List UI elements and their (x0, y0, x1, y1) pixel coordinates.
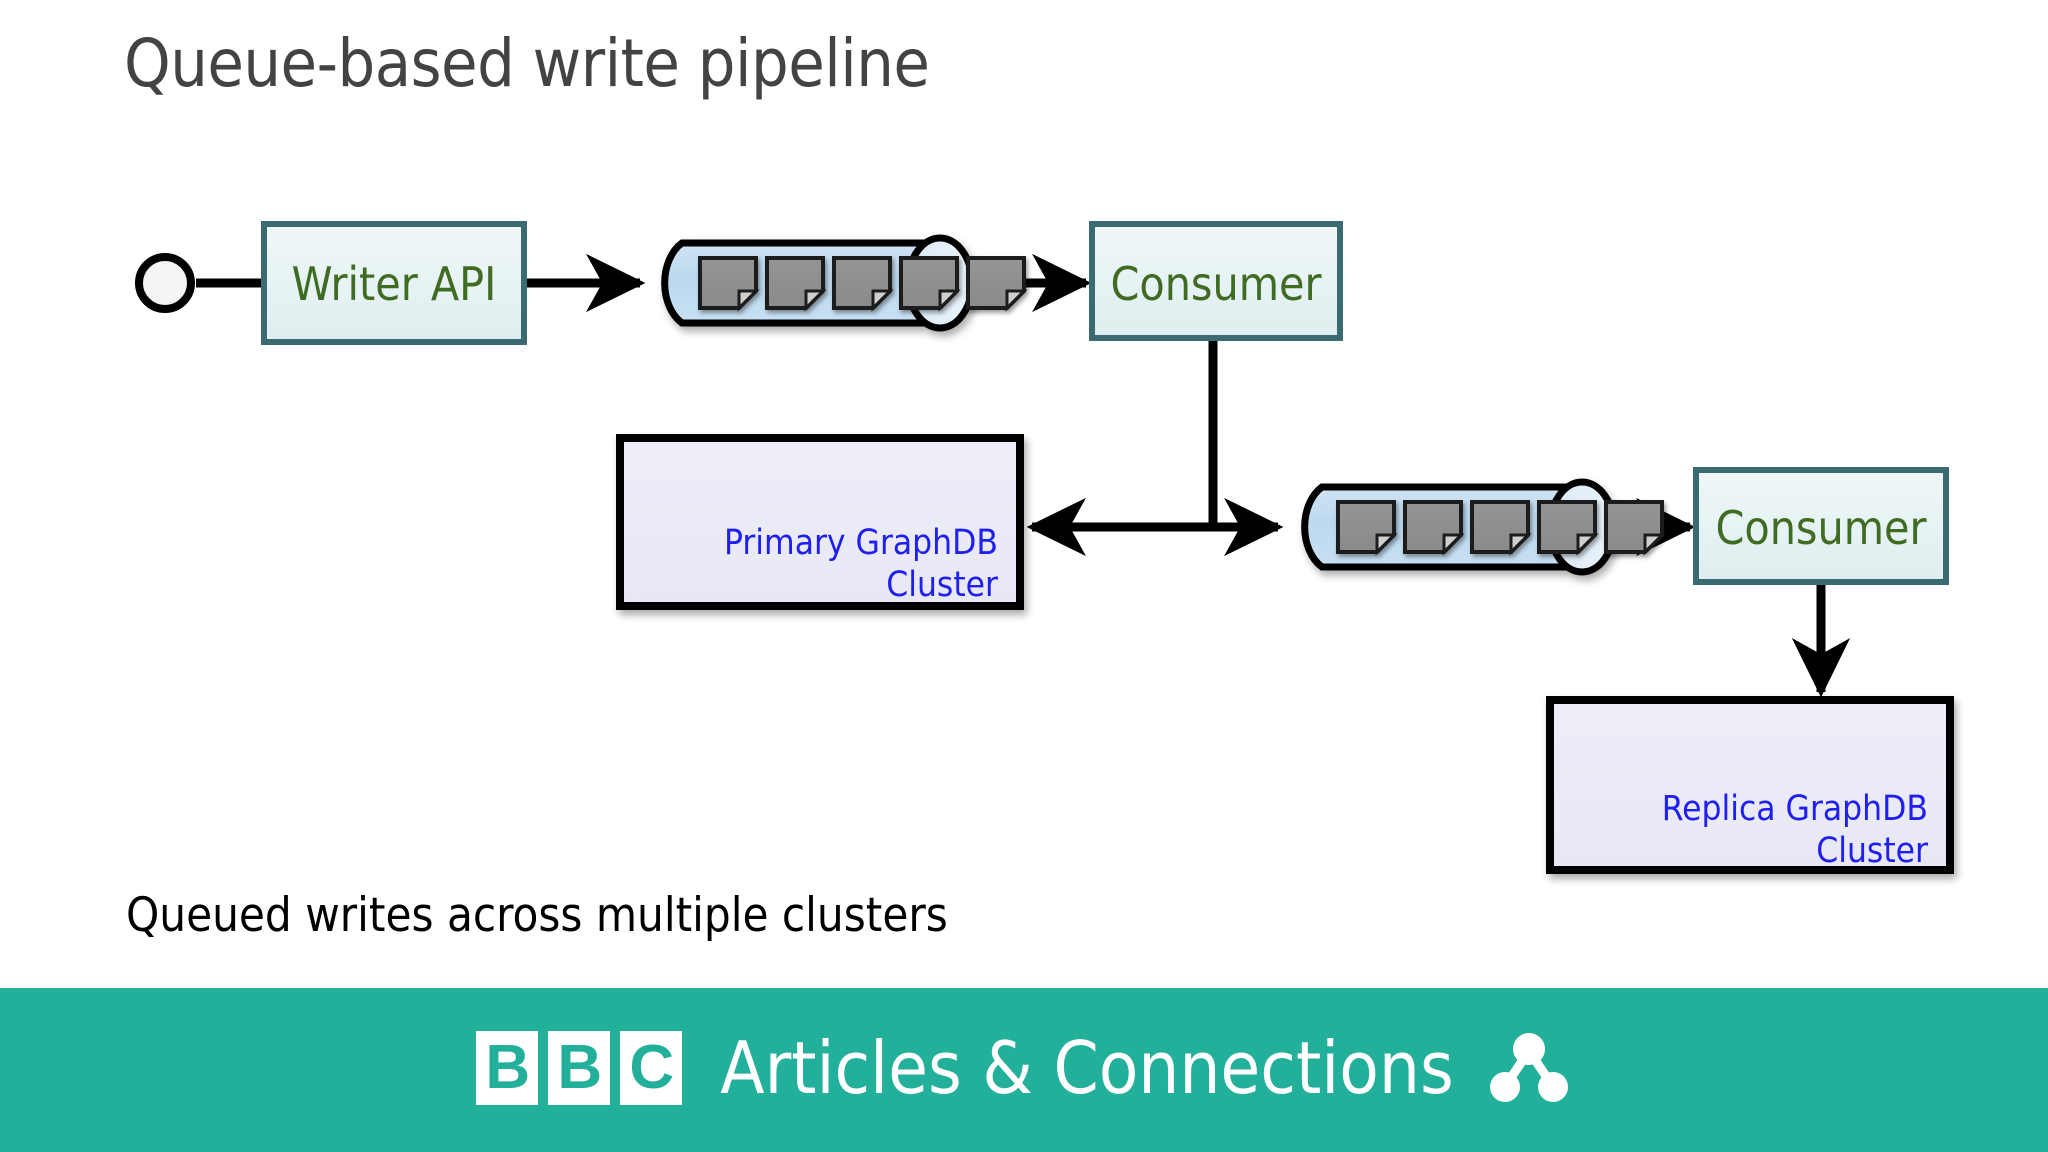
primary-graphdb-label-line1: Primary GraphDB (724, 523, 998, 563)
message-fold-icon (1375, 533, 1398, 556)
replica-graphdb-box (1546, 696, 1954, 874)
consumer-1-box (1089, 221, 1343, 341)
writer-api-label: Writer API (292, 257, 497, 311)
message-fold-icon (1005, 289, 1028, 312)
node-consumer-2[interactable]: Consumer (1693, 467, 1949, 585)
primary-graphdb-label-line2: Cluster (886, 565, 998, 605)
node-primary-graphdb[interactable] (616, 434, 1024, 610)
message-fold-icon (804, 289, 827, 312)
node-start[interactable] (135, 253, 195, 313)
consumer-1-label: Consumer (1110, 257, 1322, 311)
message-fold-icon (1576, 533, 1599, 556)
replica-graphdb-label-line1: Replica GraphDB (1662, 789, 1928, 829)
page-title: Queue-based write pipeline (124, 25, 930, 102)
queue-1-message-row (698, 256, 1028, 312)
primary-graphdb-box (616, 434, 1024, 610)
node-replica-graphdb[interactable] (1546, 696, 1954, 874)
writer-api-box (261, 221, 527, 345)
primary-graphdb-label-group: Primary GraphDB Cluster (724, 523, 998, 605)
consumer-2-box (1693, 467, 1949, 585)
start-circle-icon (135, 253, 195, 313)
message-fold-icon (1442, 533, 1465, 556)
queue-2-message-row (1336, 500, 1666, 556)
footer-brand-text: Articles & Connections (720, 1026, 1454, 1110)
bbc-logo-letter-3: C (620, 1031, 683, 1105)
message-fold-icon (871, 289, 894, 312)
bbc-logo-letter-1: B (476, 1031, 539, 1105)
bbc-logo: B B C (476, 1031, 683, 1105)
node-writer-api[interactable]: Writer API (261, 221, 527, 345)
graph-nodes-icon (1489, 1033, 1568, 1102)
replica-graphdb-label-group: Replica GraphDB Cluster (1662, 789, 1928, 871)
message-fold-icon (938, 289, 961, 312)
node-consumer-1[interactable]: Consumer (1089, 221, 1343, 341)
bbc-logo-letter-2: B (548, 1031, 611, 1105)
footer-bar: B B C Articles & Connections (0, 988, 2048, 1152)
slide-caption: Queued writes across multiple clusters (126, 888, 948, 943)
message-fold-icon (737, 289, 760, 312)
message-fold-icon (1643, 533, 1666, 556)
pipeline-diagram: Writer API Consumer Primary GraphDB Clus… (135, 221, 1954, 874)
consumer-2-label: Consumer (1715, 501, 1927, 555)
replica-graphdb-label-line2: Cluster (1816, 831, 1928, 871)
message-fold-icon (1509, 533, 1532, 556)
